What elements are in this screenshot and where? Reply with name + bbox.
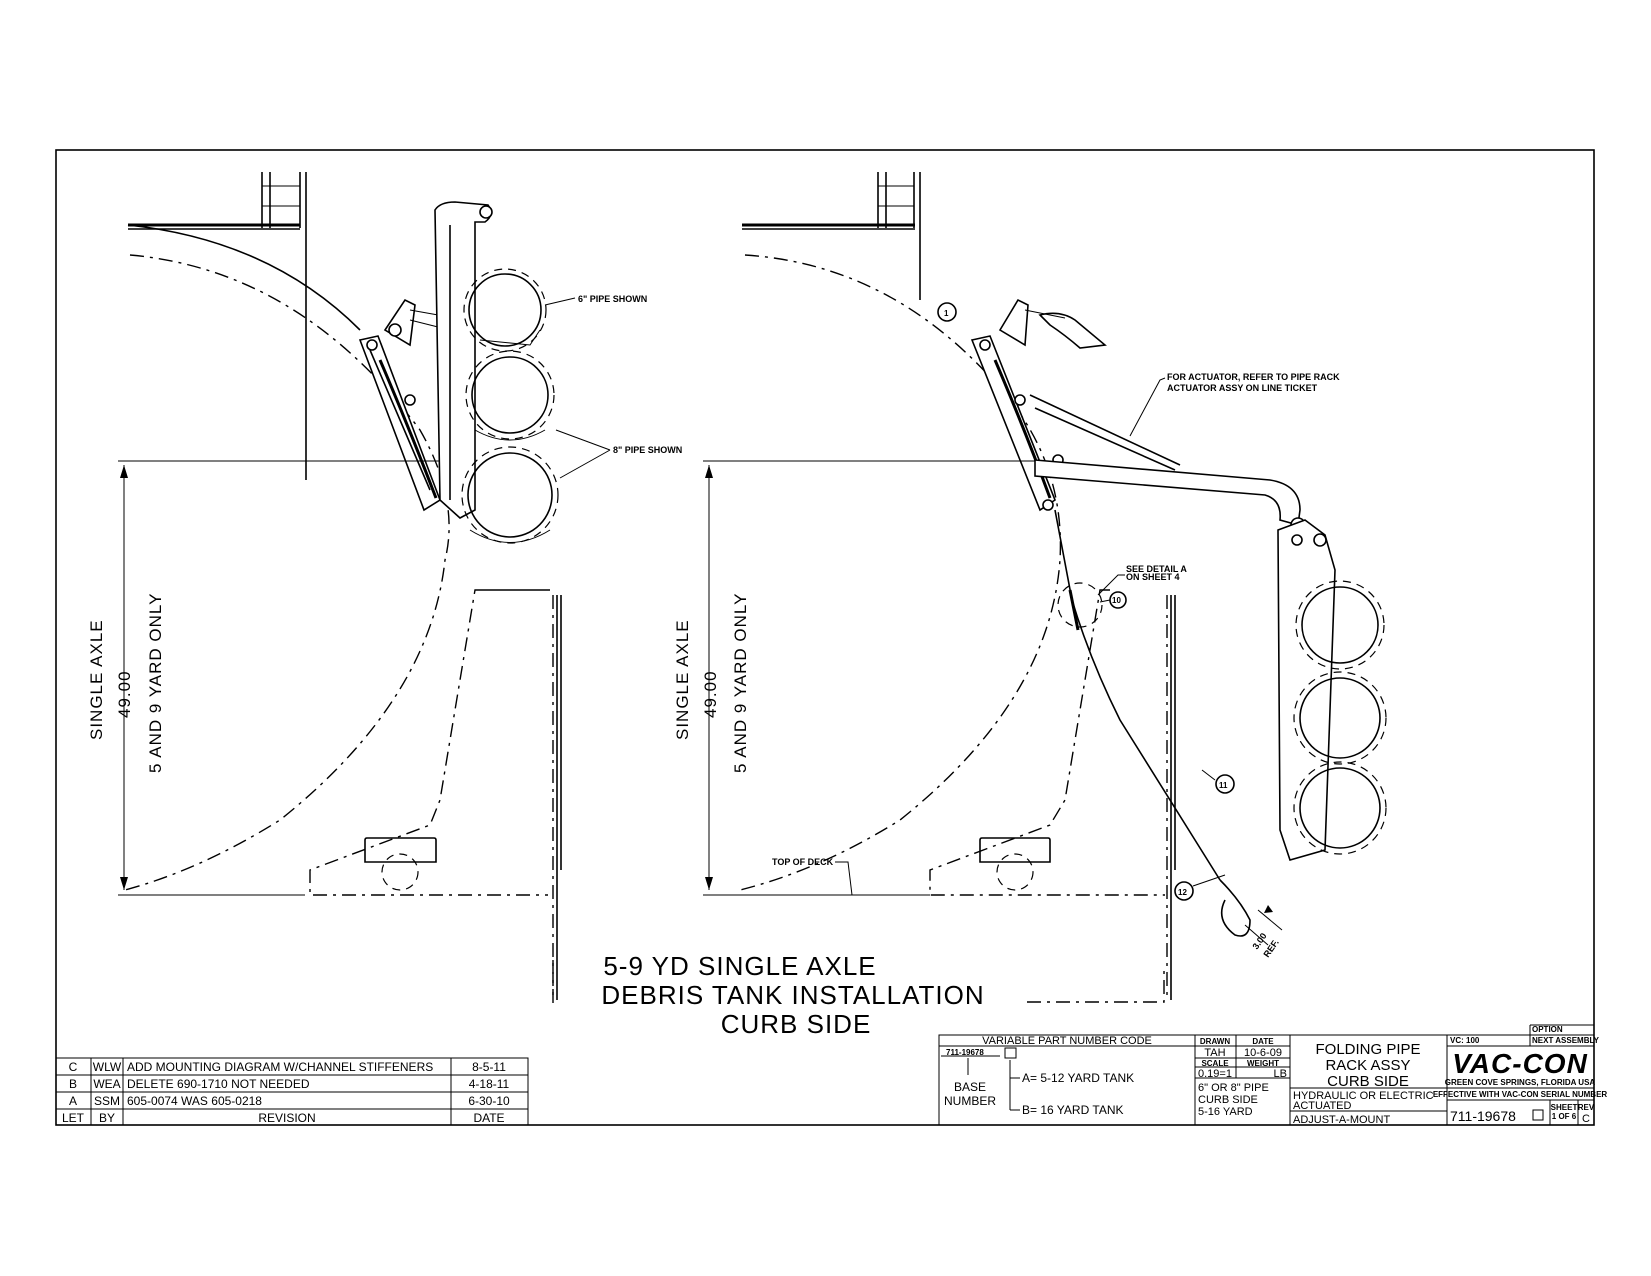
rev-row-c-by: WLW	[93, 1060, 122, 1074]
note-detail-1: SEE DETAIL A	[1126, 564, 1187, 574]
right-view: 1 10 11 12 FOR ACTUATOR, REFER TO PIPE R…	[673, 172, 1387, 1000]
var-part-option-b: B= 16 YARD TANK	[1022, 1103, 1124, 1117]
rev-row-b-let: B	[69, 1077, 77, 1091]
note-6in-pipe: 6" PIPE SHOWN	[578, 294, 647, 304]
tb-sub-2: ACTUATED	[1293, 1100, 1352, 1112]
dim-value-right: 49.00	[701, 670, 720, 718]
balloon-11: 11	[1219, 781, 1228, 790]
tb-rev-value: C	[1582, 1113, 1590, 1125]
revision-block: C WLW ADD MOUNTING DIAGRAM W/CHANNEL STI…	[55, 1057, 529, 1126]
rev-row-c-date: 8-5-11	[472, 1060, 506, 1074]
note-detail-2: ON SHEET 4	[1126, 572, 1180, 582]
left-pipe-8in-upper	[465, 350, 555, 441]
tb-desc-1: 6" OR 8" PIPE	[1198, 1082, 1269, 1094]
tb-location: GREEN COVE SPRINGS, FLORIDA USA	[1445, 1078, 1596, 1087]
tb-sub-3: ADJUST-A-MOUNT	[1293, 1114, 1390, 1126]
var-part-heading: VARIABLE PART NUMBER CODE	[982, 1035, 1152, 1047]
tb-desc-3: 5-16 YARD	[1198, 1106, 1253, 1118]
balloon-12: 12	[1178, 888, 1187, 897]
tb-date-label: DATE	[1252, 1037, 1274, 1046]
tb-weight-unit: LB	[1274, 1068, 1287, 1080]
right-pipe-lower	[1293, 761, 1387, 855]
tb-effective: EFFECTIVE WITH VAC-CON SERIAL NUMBER	[1433, 1090, 1608, 1099]
rev-row-a-let: A	[69, 1094, 77, 1108]
tb-next-assembly-label: NEXT ASSEMBLY	[1532, 1036, 1600, 1045]
balloon-10: 10	[1112, 596, 1121, 605]
var-part-base-label-1: BASE	[954, 1080, 986, 1094]
dim-yard-label-right: 5 AND 9 YARD ONLY	[731, 593, 750, 773]
right-pipe-middle	[1293, 671, 1387, 765]
dim-value-left: 49.00	[115, 670, 134, 718]
rev-header-desc: REVISION	[258, 1111, 315, 1125]
tb-drawn-label: DRAWN	[1200, 1037, 1230, 1046]
balloon-1: 1	[944, 309, 949, 318]
note-8in-pipe: 8" PIPE SHOWN	[613, 445, 682, 455]
tb-sheet-value: 1 OF 6	[1552, 1112, 1577, 1121]
var-part-base-code: 711-19678	[946, 1048, 984, 1057]
rev-header-date: DATE	[473, 1111, 504, 1125]
tb-scale-value: 0.19=1	[1198, 1068, 1232, 1080]
tb-drawn-value: TAH	[1204, 1047, 1225, 1059]
tb-weight-label: WEIGHT	[1247, 1059, 1279, 1068]
rev-row-b-by: WEA	[93, 1077, 120, 1091]
dim-axle-label-left: SINGLE AXLE	[87, 619, 106, 740]
rev-row-b-desc: DELETE 690-1710 NOT NEEDED	[127, 1077, 310, 1091]
tb-option-label: OPTION	[1532, 1025, 1563, 1034]
rev-row-a-date: 6-30-10	[468, 1094, 510, 1108]
var-part-base-label-2: NUMBER	[944, 1094, 996, 1108]
left-pipe-8in-lower	[461, 446, 559, 544]
tb-vc-label: VC: 100	[1450, 1036, 1480, 1045]
rev-header-by: BY	[99, 1111, 115, 1125]
tb-date-value: 10-6-09	[1244, 1047, 1282, 1059]
note-actuator-2: ACTUATOR ASSY ON LINE TICKET	[1167, 383, 1318, 393]
rev-row-a-by: SSM	[94, 1094, 120, 1108]
note-top-of-deck: TOP OF DECK	[772, 857, 834, 867]
title-block: VARIABLE PART NUMBER CODE 711-19678 BASE…	[938, 1024, 1608, 1126]
rev-row-b-date: 4-18-11	[469, 1077, 510, 1091]
tb-part-title-2: RACK ASSY	[1325, 1057, 1410, 1074]
dim-axle-label-right: SINGLE AXLE	[673, 619, 692, 740]
left-view: 6" PIPE SHOWN 8" PIPE SHOWN SINGLE AXLE …	[87, 172, 682, 1000]
drawing-title-line3: CURB SIDE	[721, 1009, 872, 1039]
sheet-border	[55, 149, 1595, 1126]
vac-con-logo: VAC-CON	[1452, 1048, 1588, 1079]
left-pipe-6in	[463, 268, 547, 352]
tb-scale-label: SCALE	[1201, 1059, 1229, 1068]
tb-sheet-label: SHEET	[1551, 1103, 1578, 1112]
drawing-title-line2: DEBRIS TANK INSTALLATION	[601, 980, 984, 1010]
rev-row-c-let: C	[69, 1060, 78, 1074]
tb-part-title-3: CURB SIDE	[1327, 1073, 1409, 1090]
var-part-option-a: A= 5-12 YARD TANK	[1022, 1071, 1134, 1085]
tb-part-title-1: FOLDING PIPE	[1315, 1041, 1420, 1058]
tb-desc-2: CURB SIDE	[1198, 1094, 1258, 1106]
dim-yard-label-left: 5 AND 9 YARD ONLY	[146, 593, 165, 773]
note-actuator-1: FOR ACTUATOR, REFER TO PIPE RACK	[1167, 372, 1340, 382]
right-pipe-upper	[1295, 580, 1385, 670]
rev-row-a-desc: 605-0074 WAS 605-0218	[127, 1094, 262, 1108]
rev-row-c-desc: ADD MOUNTING DIAGRAM W/CHANNEL STIFFENER…	[127, 1060, 433, 1074]
tb-part-number: 711-19678	[1450, 1108, 1516, 1124]
rev-header-let: LET	[62, 1111, 85, 1125]
drawing-title-line1: 5-9 YD SINGLE AXLE	[603, 951, 876, 981]
tb-rev-label: REV	[1578, 1103, 1595, 1112]
tb-sub-1: HYDRAULIC OR ELECTRIC	[1293, 1090, 1434, 1102]
